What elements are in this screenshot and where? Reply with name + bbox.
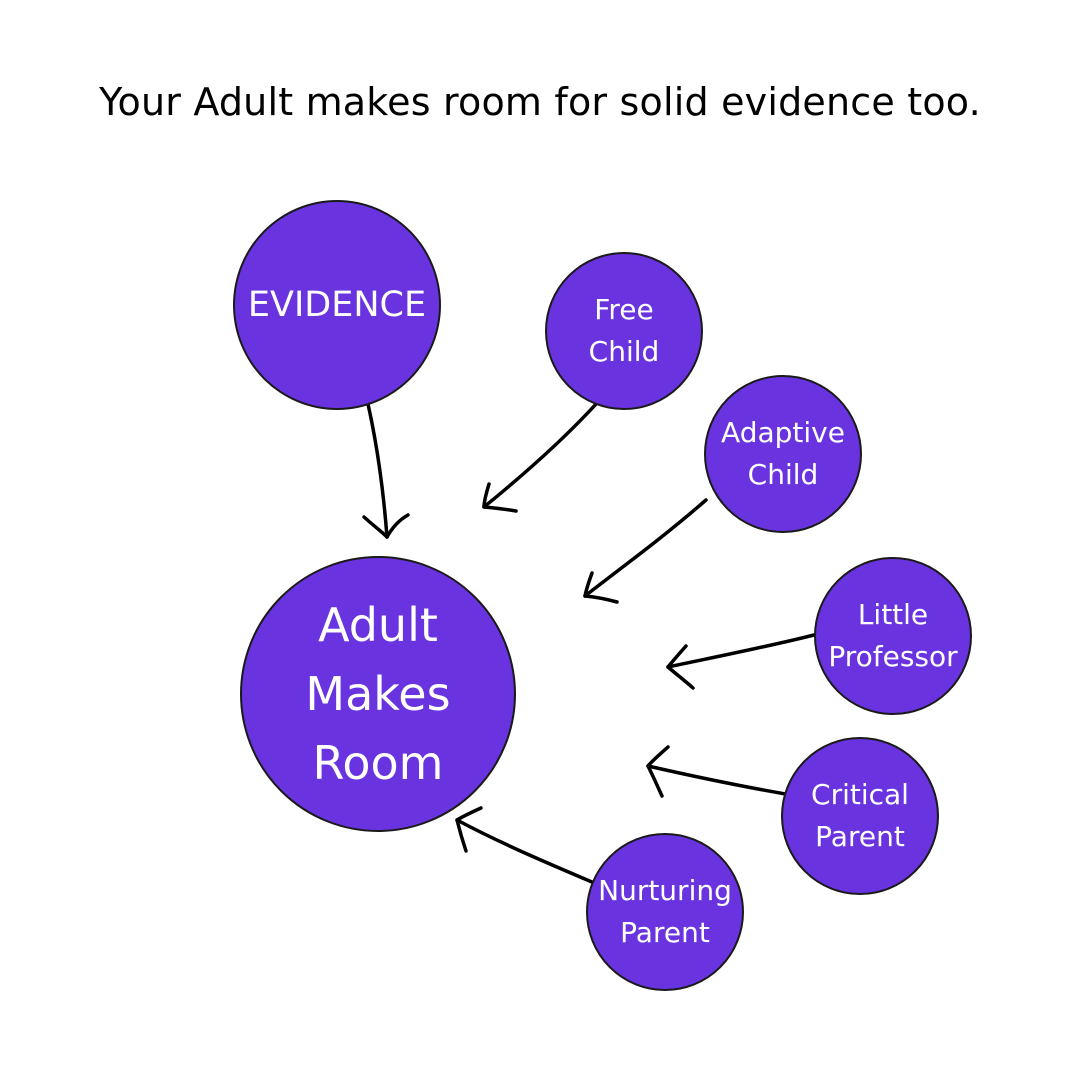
arrow-free-child-to-adult	[482, 401, 599, 513]
node-label-evidence: EVIDENCE	[247, 285, 427, 325]
node-adaptive-child: Adaptive Child	[704, 375, 862, 533]
arrow-adaptive-child-to-adult	[583, 498, 708, 604]
node-label-little-professor: Little Professor	[828, 598, 958, 673]
page-title: Your Adult makes room for solid evidence…	[99, 80, 981, 124]
node-free-child: Free Child	[545, 252, 703, 410]
node-label-adult-makes-room: Adult Makes Room	[305, 597, 451, 790]
node-label-free-child: Free Child	[588, 293, 660, 368]
node-little-professor: Little Professor	[814, 557, 972, 715]
arrow-critical-parent-to-adult	[646, 745, 805, 799]
node-label-critical-parent: Critical Parent	[811, 778, 909, 853]
arrow-little-professor-to-adult	[666, 633, 816, 690]
node-nurturing-parent: Nurturing Parent	[586, 833, 744, 991]
arrow-evidence-to-adult	[362, 402, 410, 539]
node-evidence: EVIDENCE	[233, 200, 441, 410]
arrow-nurturing-parent-to-adult	[455, 806, 594, 884]
node-label-nurturing-parent: Nurturing Parent	[598, 874, 732, 949]
node-adult-makes-room: Adult Makes Room	[240, 556, 516, 832]
node-critical-parent: Critical Parent	[781, 737, 939, 895]
node-label-adaptive-child: Adaptive Child	[721, 416, 845, 491]
